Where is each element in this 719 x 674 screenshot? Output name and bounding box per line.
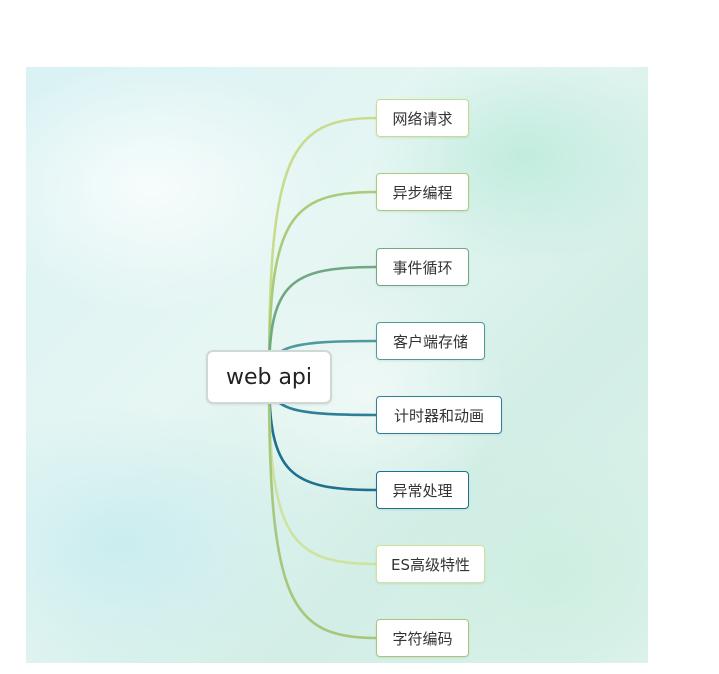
- branch-node-label: 计时器和动画: [393, 406, 484, 425]
- branch-node-label: 异常处理: [392, 481, 453, 500]
- branch-node-label: 事件循环: [392, 258, 453, 277]
- branch-node[interactable]: 计时器和动画: [376, 396, 502, 434]
- branch-node[interactable]: 异常处理: [376, 471, 469, 509]
- mind-map-canvas: [26, 67, 648, 663]
- root-node[interactable]: web api: [206, 350, 332, 404]
- branch-node[interactable]: ES高级特性: [376, 545, 485, 583]
- root-node-label: web api: [225, 364, 313, 390]
- branch-connector: [267, 190, 378, 379]
- branch-node-label: 网络请求: [392, 109, 453, 128]
- branch-node[interactable]: 客户端存储: [376, 322, 485, 360]
- branch-connector: [267, 116, 378, 379]
- branch-node[interactable]: 网络请求: [376, 99, 469, 137]
- branch-connector: [267, 375, 378, 640]
- branch-node[interactable]: 异步编程: [376, 173, 469, 211]
- branch-connector: [267, 265, 378, 379]
- branch-node[interactable]: 字符编码: [376, 619, 469, 657]
- branch-node-label: ES高级特性: [391, 555, 470, 574]
- branch-node-label: 客户端存储: [392, 332, 468, 351]
- branch-node-label: 字符编码: [392, 629, 453, 648]
- branch-node[interactable]: 事件循环: [376, 248, 469, 286]
- branch-node-label: 异步编程: [392, 183, 453, 202]
